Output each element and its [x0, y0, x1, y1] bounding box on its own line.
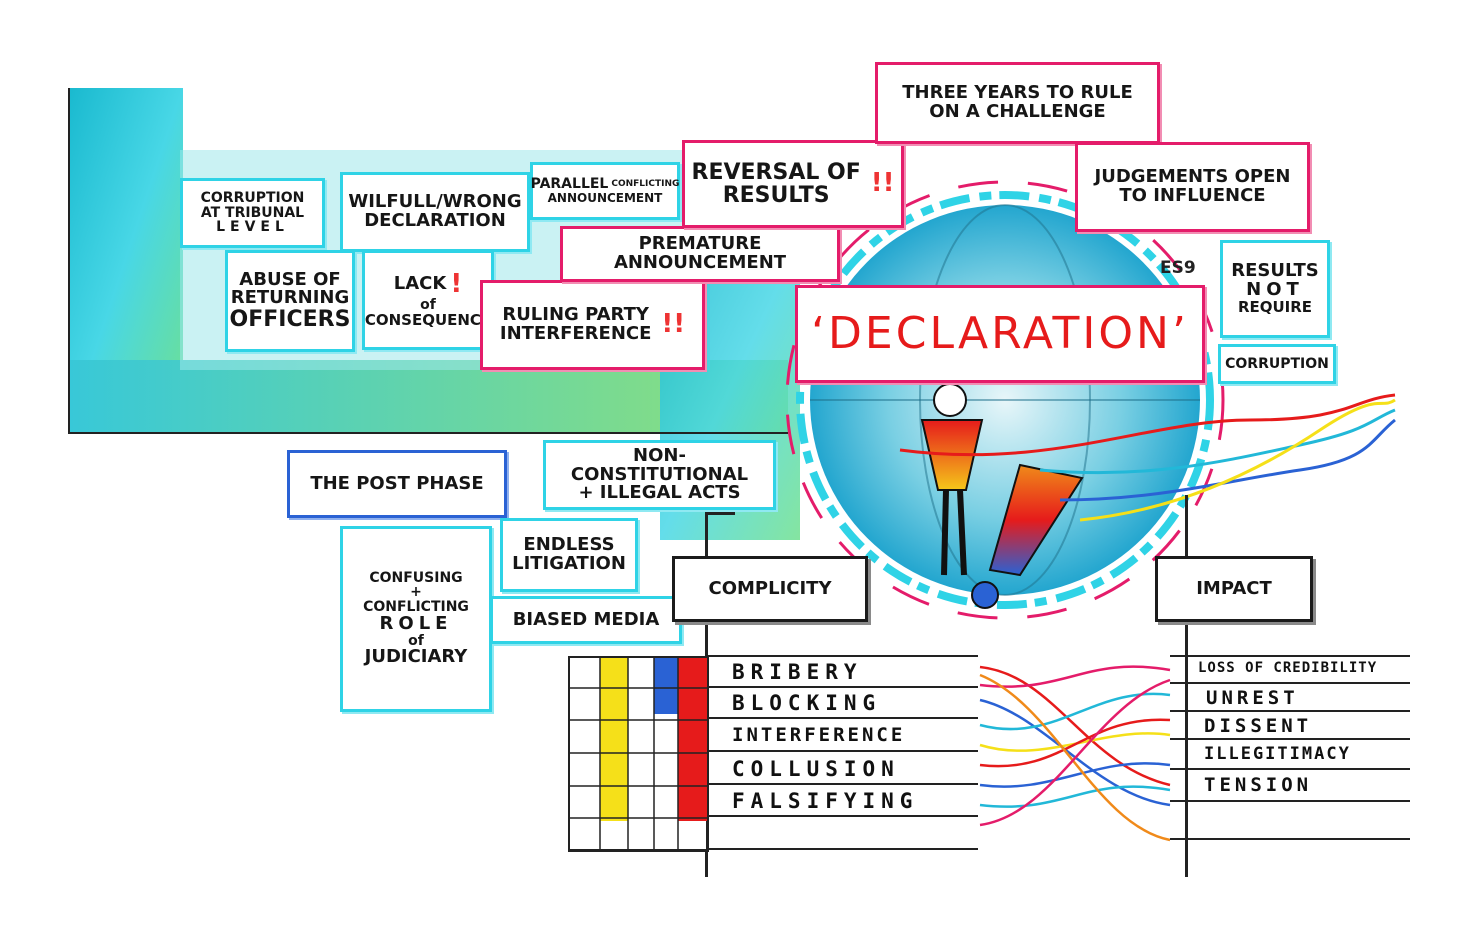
ruling-line1: Ruling Party: [502, 304, 649, 326]
corruption-text: Corruption: [1225, 355, 1329, 372]
complicity-rule: [708, 686, 978, 688]
post-phase-text: The Post Phase: [310, 472, 484, 494]
box-non-constitutional: Non-Constitutional + Illegal Acts: [543, 440, 776, 510]
complicity-rule: [708, 783, 978, 785]
complicity-rule: [708, 655, 978, 657]
lack-line2: of: [420, 297, 436, 314]
parallel-line2: announcement: [547, 191, 663, 206]
impact-stem: [1185, 495, 1188, 877]
impact-header: Impact: [1155, 556, 1313, 622]
corruption-tribunal-line1: Corruption: [200, 189, 305, 206]
judgements-line2: to Influence: [1119, 185, 1266, 206]
endless-line2: Litigation: [512, 553, 626, 574]
non-constitutional-line1: Non-Constitutional: [570, 444, 749, 485]
endless-line1: Endless: [523, 534, 615, 556]
impact-item-tension: TENSION: [1204, 774, 1313, 796]
connection-lines: [979, 665, 1171, 842]
box-results-not-require: Results Not Require: [1220, 240, 1330, 338]
ruling-line2: Interference: [499, 323, 652, 344]
premature-text: Premature Announcement: [613, 233, 787, 273]
confusing-line4: Role: [379, 612, 453, 634]
confusing-line2: +: [410, 584, 422, 601]
box-lack-of-consequence: Lack ! of Consequence: [362, 250, 494, 350]
exclamation-icon: !: [450, 269, 463, 300]
impact-rule: [1170, 800, 1410, 802]
complicity-rule: [708, 750, 978, 752]
confusing-line1: Confusing: [369, 569, 463, 586]
declaration-text: ‘DECLARATION’: [811, 307, 1189, 359]
box-three-years: Three Years to Rule on a Challenge: [875, 62, 1160, 144]
abuse-line2: Returning: [230, 287, 350, 309]
impact-item-dissent: DISSENT: [1204, 715, 1313, 737]
judgements-line1: Judgements Open: [1094, 166, 1291, 188]
impact-rule: [1170, 710, 1410, 712]
confusing-line3: Conflicting: [363, 599, 469, 616]
non-constitutional-line2: + Illegal Acts: [578, 482, 741, 504]
corruption-tribunal-line3: level: [216, 219, 289, 236]
three-years-line1: Three Years to Rule: [902, 82, 1133, 104]
impact-item-loss-of-credibility: LOSS OF CREDIBILITY: [1198, 660, 1378, 676]
abuse-line3: Officers: [229, 307, 351, 333]
complicity-grid-lines: [568, 656, 709, 852]
biased-text: Biased Media: [512, 608, 660, 630]
box-ruling-party-interference: Ruling Party Interference !!: [480, 280, 705, 370]
lack-line3: Consequence: [364, 311, 492, 330]
box-post-phase: The Post Phase: [287, 450, 507, 518]
box-biased-media: Biased Media: [490, 596, 682, 644]
box-reversal-of-results: Reversal of Results !!: [682, 140, 904, 228]
reversal-line2: Results: [722, 183, 830, 208]
wilful-wrong-line2: Declaration: [364, 210, 506, 231]
complicity-rule: [708, 848, 978, 850]
impact-item-illegitimacy: ILLEGITIMACY: [1204, 744, 1351, 764]
complicity-item-interference: INTERFERENCE: [732, 724, 906, 746]
corruption-tribunal-line2: at tribunal: [200, 204, 305, 221]
abuse-line1: Abuse of: [239, 268, 341, 290]
complicity-rule: [708, 717, 978, 719]
declaration-title: ‘DECLARATION’: [795, 285, 1205, 383]
impact-rule: [1170, 682, 1410, 684]
results-line3: Require: [1237, 298, 1313, 317]
box-wilful-wrong-declaration: Wilfull/Wrong Declaration: [340, 172, 530, 252]
reversal-line1: Reversal of: [691, 159, 861, 185]
impact-rule: [1170, 838, 1410, 840]
impact-rule: [1170, 655, 1410, 657]
parallel-small: conflicting: [611, 178, 680, 189]
complicity-item-blocking: BLOCKING: [732, 691, 882, 715]
complicity-header: Complicity: [672, 556, 868, 622]
impact-rule: [1170, 768, 1410, 770]
impact-rule: [1170, 738, 1410, 740]
box-abuse-returning-officers: Abuse of Returning Officers: [225, 250, 355, 352]
complicity-text: Complicity: [708, 577, 832, 599]
confusing-line6: Judiciary: [364, 646, 468, 668]
lack-line1: Lack: [393, 273, 447, 295]
parallel-line1: Parallel: [530, 176, 609, 193]
box-corruption-tribunal: Corruption at tribunal level: [180, 178, 325, 248]
complicity-stem-top: [705, 512, 735, 515]
complicity-item-collusion: COLLUSION: [732, 757, 900, 781]
box-parallel-announcement: Parallel conflicting announcement: [530, 162, 680, 220]
confusing-line5: of: [408, 632, 424, 649]
box-premature-announcement: Premature Announcement: [560, 226, 840, 282]
wilful-wrong-line1: Wilfull/Wrong: [348, 191, 522, 213]
box-confusing-role-judiciary: Confusing + Conflicting Role of Judiciar…: [340, 526, 492, 712]
impact-text: Impact: [1196, 577, 1272, 599]
three-years-line2: on a Challenge: [929, 101, 1106, 122]
complicity-item-bribery: BRIBERY: [732, 660, 863, 684]
box-endless-litigation: Endless Litigation: [500, 518, 638, 592]
complicity-item-falsifying: FALSIFYING: [732, 789, 919, 813]
box-corruption: Corruption: [1218, 344, 1336, 384]
double-exclamation-icon: !!: [661, 309, 686, 340]
complicity-rule: [708, 815, 978, 817]
box-judgements-open: Judgements Open to Influence: [1075, 142, 1310, 232]
results-line2: Not: [1246, 279, 1304, 301]
es9-label: ES9: [1160, 258, 1196, 278]
results-line1: Results: [1231, 260, 1319, 282]
impact-item-unrest: UNREST: [1206, 687, 1299, 709]
double-exclamation-icon: !!: [870, 168, 895, 199]
